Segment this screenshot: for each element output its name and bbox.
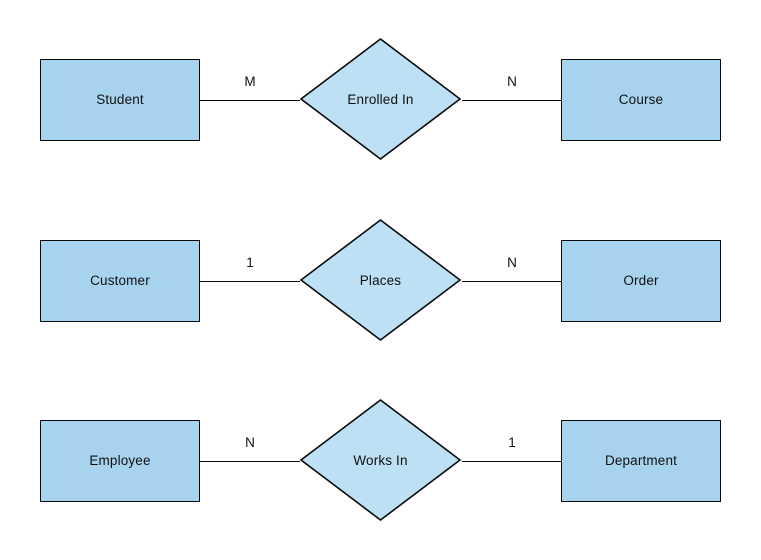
entity-node[interactable]: Student bbox=[40, 59, 200, 141]
entity-label: Department bbox=[604, 452, 678, 468]
cardinality-label-left: N bbox=[245, 435, 255, 450]
connector-line-right bbox=[462, 281, 561, 282]
entity-node[interactable]: Customer bbox=[40, 240, 200, 322]
entity-node[interactable]: Course bbox=[561, 59, 721, 141]
er-relationship-row: Student M Enrolled In N Course bbox=[0, 37, 761, 181]
diamond-shape-icon bbox=[299, 37, 462, 161]
entity-node[interactable]: Employee bbox=[40, 420, 200, 502]
entity-label: Customer bbox=[90, 272, 150, 288]
connector-line-left bbox=[200, 281, 300, 282]
cardinality-label-left: M bbox=[244, 74, 256, 89]
entity-label: Course bbox=[618, 91, 664, 107]
cardinality-label-right: N bbox=[507, 255, 517, 270]
er-relationship-row: Employee N Works In 1 Department bbox=[0, 398, 761, 542]
connector-line-right bbox=[462, 461, 561, 462]
connector-line-right bbox=[462, 100, 561, 101]
entity-label: Student bbox=[96, 91, 144, 107]
cardinality-label-right: 1 bbox=[508, 435, 516, 450]
er-relationship-row: Customer 1 Places N Order bbox=[0, 218, 761, 362]
diamond-shape-icon bbox=[299, 398, 462, 522]
entity-node[interactable]: Order bbox=[561, 240, 721, 322]
cardinality-label-left: 1 bbox=[246, 255, 254, 270]
entity-node[interactable]: Department bbox=[561, 420, 721, 502]
connector-line-left bbox=[200, 100, 300, 101]
entity-label: Employee bbox=[89, 452, 151, 468]
connector-line-left bbox=[200, 461, 300, 462]
relationship-node[interactable]: Places bbox=[299, 218, 462, 342]
cardinality-label-right: N bbox=[507, 74, 517, 89]
relationship-node[interactable]: Enrolled In bbox=[299, 37, 462, 161]
diamond-shape-icon bbox=[299, 218, 462, 342]
relationship-node[interactable]: Works In bbox=[299, 398, 462, 522]
entity-label: Order bbox=[623, 272, 659, 288]
